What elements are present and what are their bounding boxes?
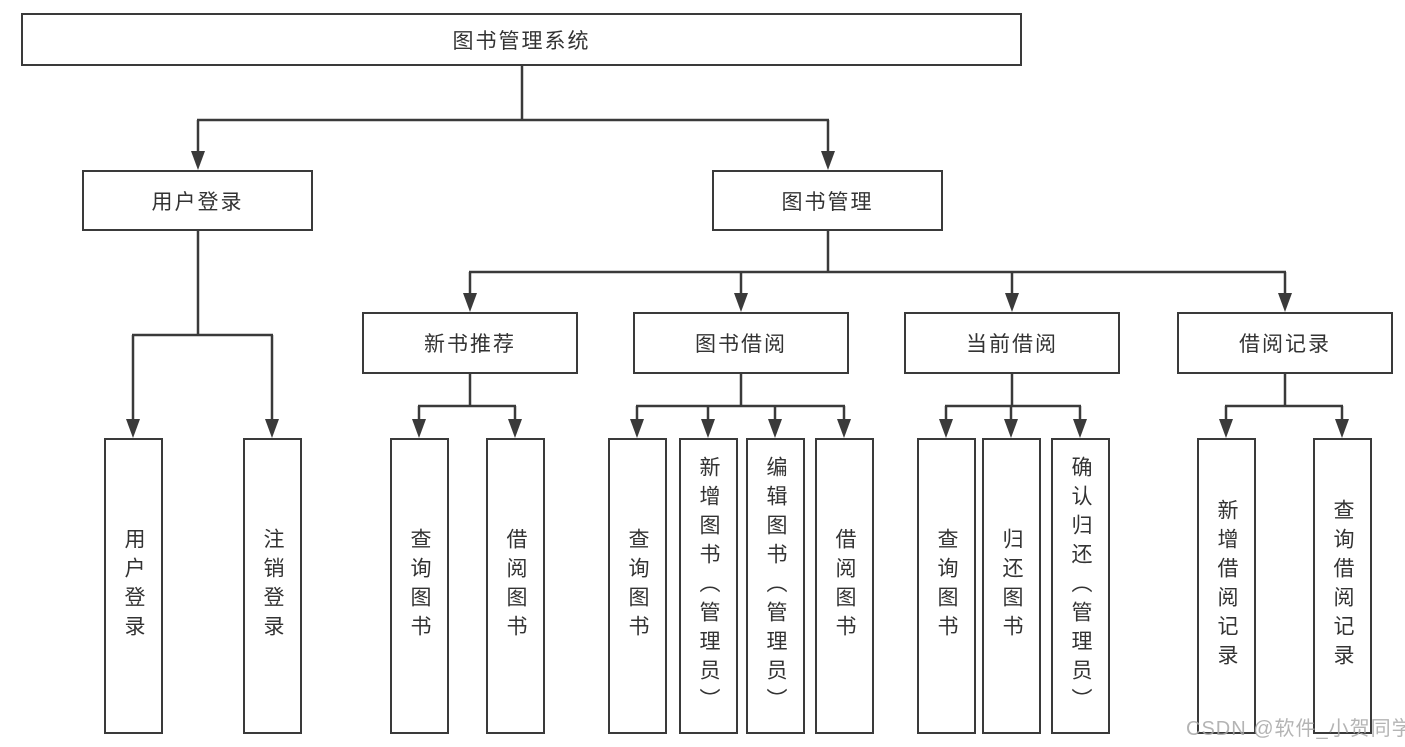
- node-label: 查询图书: [626, 528, 649, 644]
- leaf-logout: 注销登录: [243, 438, 302, 734]
- node-label: 借阅记录: [1239, 333, 1331, 356]
- leaf-edit-books-admin: 编辑图书（管理员）: [746, 438, 805, 734]
- leaf-borrow-books: 借阅图书: [815, 438, 874, 734]
- node-book-borrowing: 图书借阅: [633, 312, 849, 374]
- leaf-add-borrow-record: 新增借阅记录: [1197, 438, 1256, 734]
- node-label: 图书管理: [781, 190, 874, 214]
- node-label: 图书管理系统: [452, 29, 591, 53]
- node-label: 新增图书（管理员）: [697, 455, 720, 717]
- node-book-management: 图书管理: [712, 170, 943, 231]
- node-label: 新增借阅记录: [1215, 499, 1238, 673]
- node-label: 查询借阅记录: [1331, 499, 1354, 673]
- node-user-login: 用户登录: [82, 170, 313, 231]
- node-label: 归还图书: [1000, 528, 1023, 644]
- node-label: 注销登录: [261, 528, 284, 644]
- leaf-query-books-current: 查询图书: [917, 438, 976, 734]
- leaf-add-books-admin: 新增图书（管理员）: [679, 438, 738, 734]
- node-label: 用户登录: [151, 190, 244, 214]
- node-label: 确认归还（管理员）: [1069, 455, 1092, 717]
- node-label: 编辑图书（管理员）: [764, 455, 787, 717]
- node-borrowing-records: 借阅记录: [1177, 312, 1393, 374]
- leaf-return-books: 归还图书: [982, 438, 1041, 734]
- leaf-confirm-return-admin: 确认归还（管理员）: [1051, 438, 1110, 734]
- node-label: 新书推荐: [424, 333, 516, 356]
- node-library-management-system: 图书管理系统: [21, 13, 1022, 66]
- node-label: 用户登录: [122, 528, 145, 644]
- leaf-query-books-borrow: 查询图书: [608, 438, 667, 734]
- node-label: 查询图书: [935, 528, 958, 644]
- node-label: 查询图书: [408, 528, 431, 644]
- node-current-borrowing: 当前借阅: [904, 312, 1120, 374]
- node-new-book-recommendation: 新书推荐: [362, 312, 578, 374]
- leaf-query-borrow-record: 查询借阅记录: [1313, 438, 1372, 734]
- leaf-user-login: 用户登录: [104, 438, 163, 734]
- csdn-watermark: CSDN @软件_小贺同学: [1186, 718, 1405, 740]
- node-label: 当前借阅: [966, 333, 1058, 356]
- node-label: 图书借阅: [695, 333, 787, 356]
- node-label: 借阅图书: [833, 528, 856, 644]
- leaf-query-books-recommend: 查询图书: [390, 438, 449, 734]
- leaf-borrow-books-recommend: 借阅图书: [486, 438, 545, 734]
- node-label: 借阅图书: [504, 528, 527, 644]
